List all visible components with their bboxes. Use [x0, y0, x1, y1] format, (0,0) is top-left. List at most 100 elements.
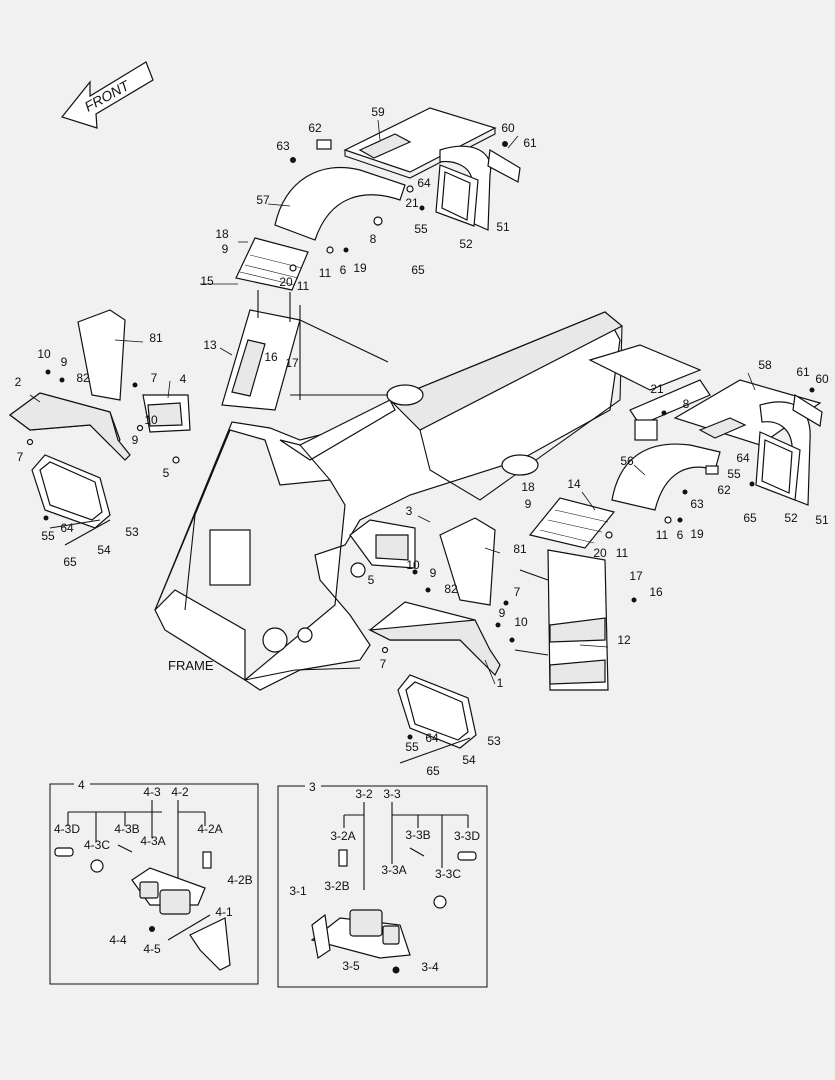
callout-c7a: 7 — [151, 371, 158, 385]
front-arrow: FRONT — [60, 61, 154, 129]
callout-c14: 14 — [567, 477, 581, 491]
callout-i3-3C: 3-3C — [435, 867, 461, 881]
callout-i4-3: 4-3 — [143, 785, 161, 799]
callout-i3-1: 3-1 — [289, 884, 307, 898]
callout-c9f: 9 — [499, 606, 506, 620]
right-front-fender — [349, 517, 515, 764]
callout-c15: 15 — [200, 274, 214, 288]
upper-fender-assembly — [274, 107, 521, 241]
right-rear-fender — [611, 379, 823, 511]
callout-c65a: 65 — [411, 263, 425, 277]
frame-label: FRAME — [168, 658, 214, 673]
callout-c64a: 64 — [417, 176, 431, 190]
callout-i4-3D: 4-3D — [54, 822, 80, 836]
callout-c61b: 61 — [796, 365, 810, 379]
callout-c12: 12 — [617, 633, 631, 647]
callout-c9d: 9 — [525, 497, 532, 511]
callout-c82b: 82 — [444, 582, 458, 596]
callout-c81b: 81 — [513, 542, 527, 556]
callout-c4: 4 — [180, 372, 187, 386]
callout-c51b: 51 — [815, 513, 829, 527]
callout-c11b: 11 — [297, 279, 310, 293]
callout-c8b: 8 — [683, 397, 690, 411]
callout-i3-3B: 3-3B — [405, 828, 430, 842]
callout-c56: 56 — [620, 454, 634, 468]
callout-c16a: 16 — [264, 350, 278, 364]
upper-step-ladder — [221, 237, 349, 411]
callout-c64d: 64 — [425, 731, 439, 745]
callout-c10a: 10 — [37, 347, 51, 361]
callout-i4-1: 4-1 — [215, 905, 233, 919]
callout-i4-3B: 4-3B — [114, 822, 139, 836]
main-frame — [154, 311, 711, 691]
callout-i3-2: 3-2 — [355, 787, 373, 801]
callout-i4-2: 4-2 — [171, 785, 189, 799]
callout-c82a: 82 — [76, 371, 90, 385]
callout-c55d: 55 — [405, 740, 419, 754]
callout-c55a: 55 — [414, 222, 428, 236]
callout-c11c: 11 — [656, 528, 669, 542]
callout-i3-5: 3-5 — [342, 959, 360, 973]
callout-c18b: 18 — [521, 480, 535, 494]
callout-c9a: 9 — [222, 242, 229, 256]
callout-c17a: 17 — [285, 356, 299, 370]
callout-c6b: 6 — [677, 528, 684, 542]
callout-i3-3D: 3-3D — [454, 829, 480, 843]
callout-c52b: 52 — [784, 511, 798, 525]
callout-c5a: 5 — [163, 466, 170, 480]
callout-c65b: 65 — [743, 511, 757, 525]
callout-c7c: 7 — [514, 585, 521, 599]
callout-c8a: 8 — [370, 232, 377, 246]
callout-c9c: 9 — [132, 433, 139, 447]
callout-c58: 58 — [758, 358, 772, 372]
callout-c19a: 19 — [353, 261, 367, 275]
callout-c52a: 52 — [459, 237, 473, 251]
callout-i3-3: 3-3 — [383, 787, 401, 801]
callout-c62b: 62 — [717, 483, 731, 497]
callout-c9e: 9 — [430, 566, 437, 580]
callout-c64c: 64 — [60, 521, 74, 535]
callout-c55b: 55 — [727, 467, 741, 481]
callout-c19b: 19 — [690, 527, 704, 541]
callout-c60b: 60 — [815, 372, 829, 386]
inset-box-4: 4 — [49, 777, 259, 985]
inset-box-3: 3 — [277, 779, 488, 988]
callout-c62a: 62 — [308, 121, 322, 135]
callout-i4-2B: 4-2B — [227, 873, 252, 887]
callout-i4-5: 4-5 — [143, 942, 161, 956]
callout-c61a: 61 — [523, 136, 537, 150]
callout-c11d: 11 — [616, 546, 629, 560]
inset-4-label: 4 — [78, 778, 85, 792]
callout-c21a: 21 — [405, 196, 419, 210]
callout-i3-4: 3-4 — [421, 960, 439, 974]
callout-c10d: 10 — [514, 615, 528, 629]
callout-c10c: 10 — [406, 558, 420, 572]
callout-c20b: 20 — [593, 546, 607, 560]
callout-c17b: 17 — [629, 569, 643, 583]
right-step-ladder — [514, 497, 683, 691]
callout-c59: 59 — [371, 105, 385, 119]
callout-c1: 1 — [497, 676, 504, 690]
callout-c64b: 64 — [736, 451, 750, 465]
callout-c54a: 54 — [97, 543, 111, 557]
callout-i4-3A: 4-3A — [140, 834, 165, 848]
callout-c13: 13 — [203, 338, 217, 352]
callout-i3-2A: 3-2A — [330, 829, 355, 843]
inset-3-label: 3 — [309, 780, 316, 794]
leader-lines — [29, 119, 756, 685]
callout-c57: 57 — [256, 193, 270, 207]
callout-c65d: 65 — [426, 764, 440, 778]
callout-c20a: 20 — [279, 275, 293, 289]
callout-c10b: 10 — [144, 413, 158, 427]
callout-i4-2A: 4-2A — [197, 822, 222, 836]
callout-i3-2B: 3-2B — [324, 879, 349, 893]
callout-i4-4: 4-4 — [109, 933, 127, 947]
callout-c21b: 21 — [650, 382, 664, 396]
callout-c2: 2 — [15, 375, 22, 389]
callout-c65c: 65 — [63, 555, 77, 569]
callout-i3-3A: 3-3A — [381, 863, 406, 877]
callout-c9b: 9 — [61, 355, 68, 369]
